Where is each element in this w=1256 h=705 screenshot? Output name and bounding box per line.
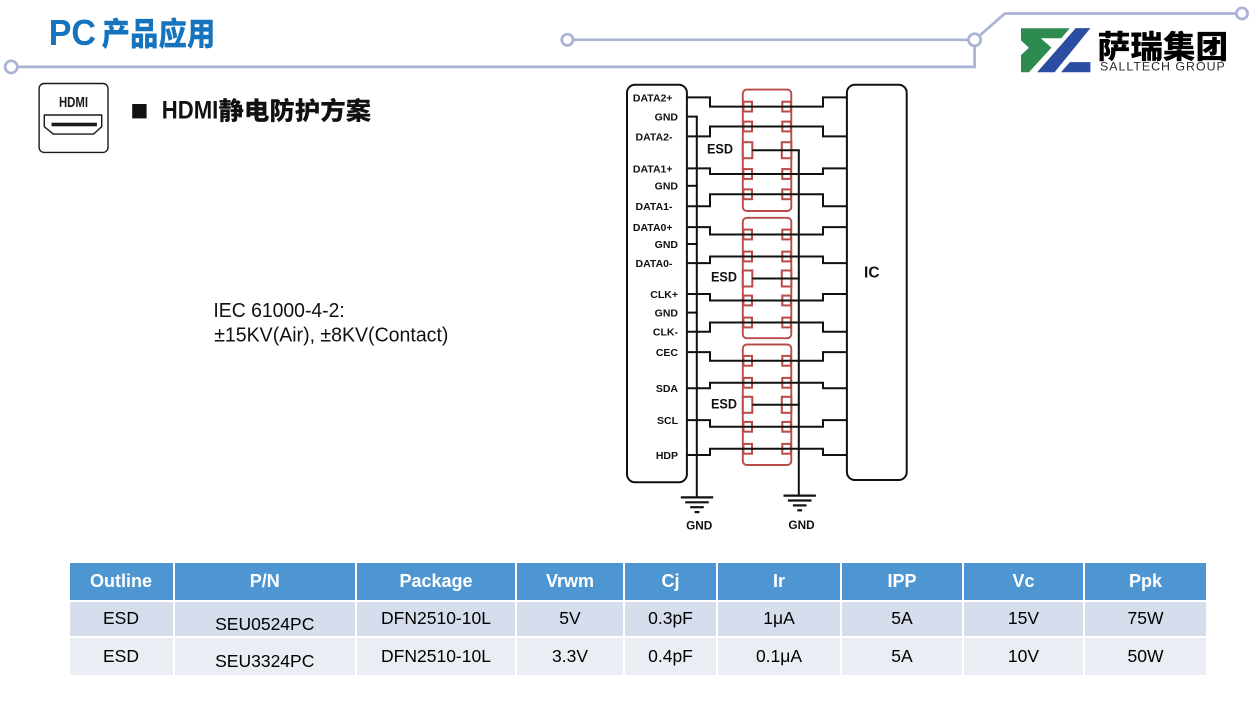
svg-text:IC: IC xyxy=(864,265,880,282)
svg-text:GND: GND xyxy=(655,308,679,320)
svg-text:HDP: HDP xyxy=(656,450,678,462)
svg-text:±15KV(Air), ±8KV(Contact): ±15KV(Air), ±8KV(Contact) xyxy=(214,325,448,347)
svg-text:GND: GND xyxy=(686,518,713,532)
svg-text:GND: GND xyxy=(655,112,679,124)
svg-text:ESD: ESD xyxy=(707,142,733,158)
svg-text:SALLTECH GROUP: SALLTECH GROUP xyxy=(1100,60,1226,74)
svg-text:HDMI: HDMI xyxy=(162,97,219,124)
svg-text:DATA2+: DATA2+ xyxy=(633,92,673,104)
svg-text:ESD: ESD xyxy=(711,270,737,286)
svg-text:GND: GND xyxy=(655,181,679,193)
svg-text:GND: GND xyxy=(655,239,679,251)
svg-text:ESD: ESD xyxy=(711,397,737,413)
svg-text:DATA0+: DATA0+ xyxy=(633,222,673,234)
svg-text:DATA1+: DATA1+ xyxy=(633,163,673,175)
svg-text:HDMI: HDMI xyxy=(59,94,88,111)
svg-text:DATA2-: DATA2- xyxy=(636,131,673,143)
svg-text:CEC: CEC xyxy=(656,347,679,359)
svg-text:DATA0-: DATA0- xyxy=(636,258,673,270)
svg-text:SDA: SDA xyxy=(656,383,679,395)
svg-text:SCL: SCL xyxy=(657,415,679,427)
svg-text:DATA1-: DATA1- xyxy=(636,201,673,213)
svg-text:CLK+: CLK+ xyxy=(650,289,678,301)
svg-text:PC: PC xyxy=(49,12,96,53)
svg-text:CLK-: CLK- xyxy=(653,327,679,339)
svg-text:GND: GND xyxy=(788,518,815,532)
svg-text:IEC 61000-4-2:: IEC 61000-4-2: xyxy=(213,300,344,322)
